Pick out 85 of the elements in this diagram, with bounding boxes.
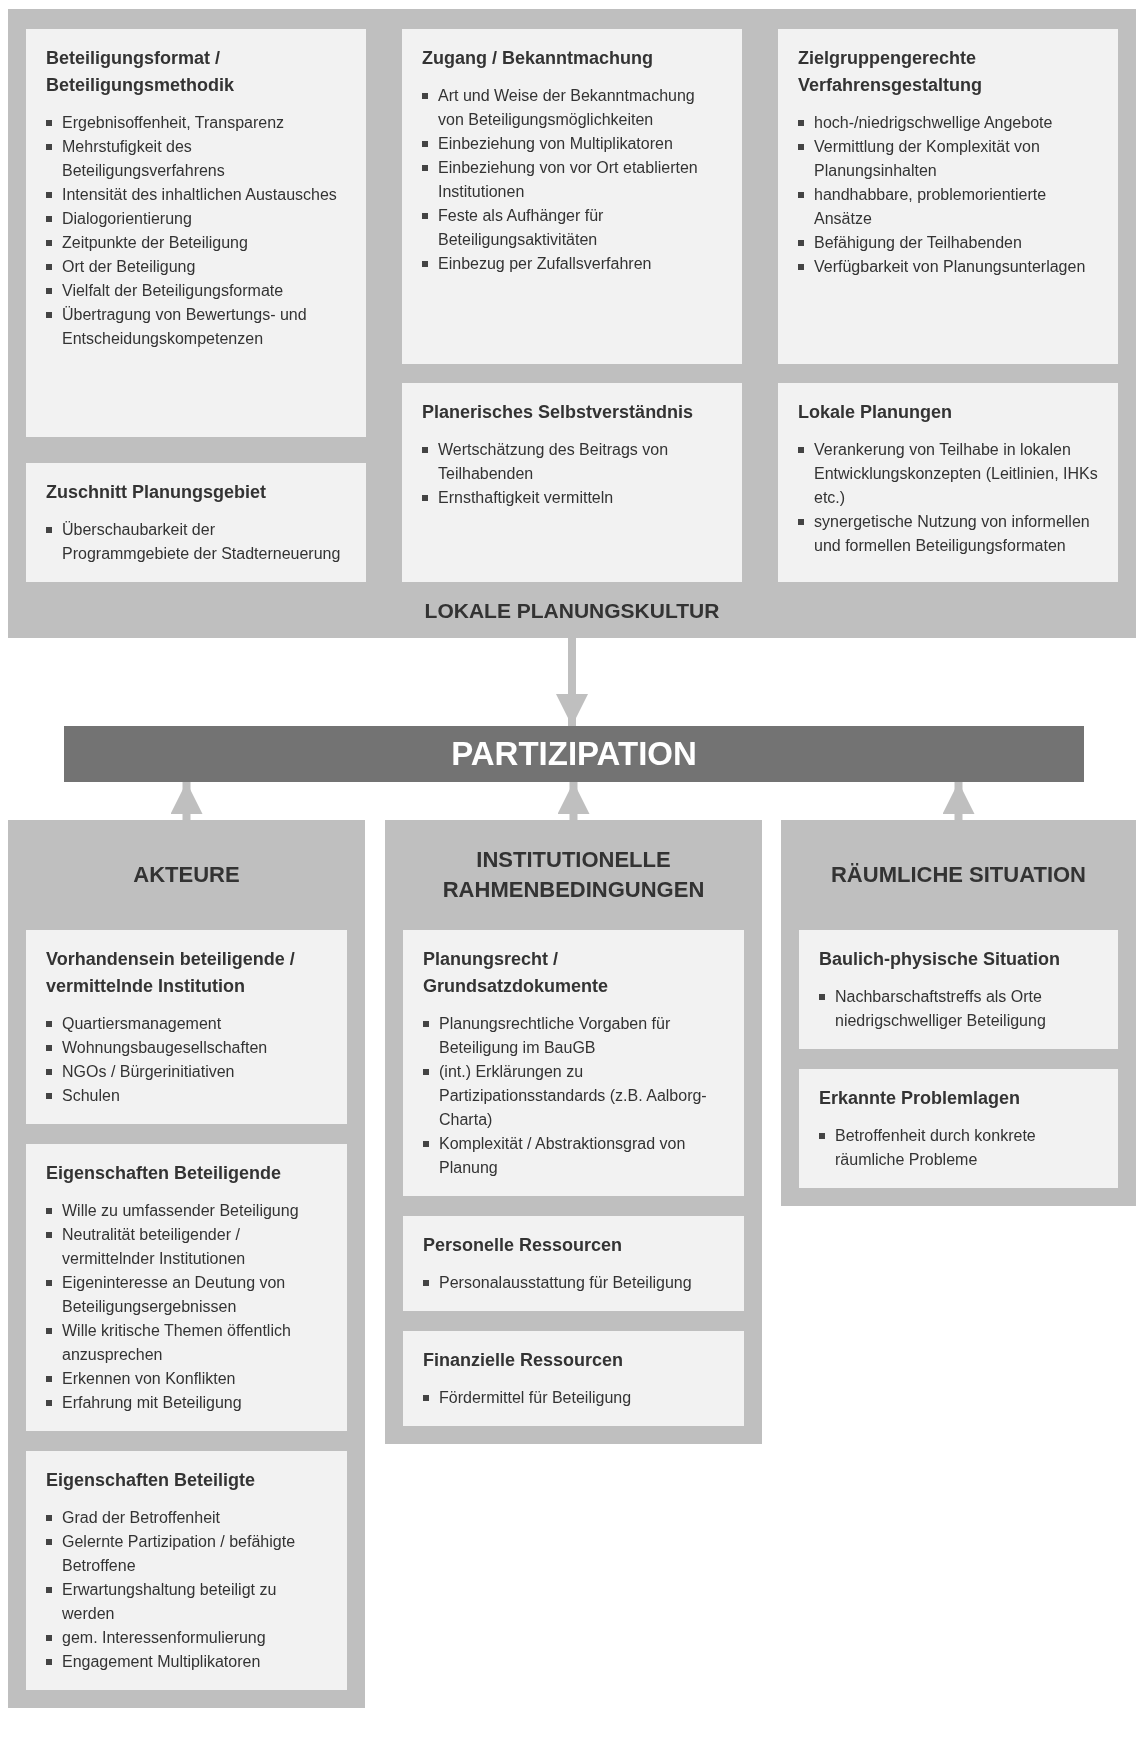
card-heading: Zielgruppengerechte Verfahrensgestaltung — [798, 47, 984, 97]
category-card — [799, 1069, 1118, 1188]
list-item: Einbezug per Zufallsverfahren — [438, 254, 652, 274]
list-item: handhabbare, problemorientierte Ansätze — [814, 185, 1048, 229]
list-item: Einbeziehung von Multiplikatoren — [438, 134, 673, 154]
category-card — [778, 383, 1118, 582]
card-heading: Eigenschaften Beteiligende — [46, 1162, 283, 1185]
category-panel — [781, 820, 1136, 1206]
list-item: Übertragung von Bewertungs- und Entscheidungskompetenzen — [62, 305, 308, 349]
category-card — [403, 930, 744, 1196]
list-item: Schulen — [62, 1086, 120, 1106]
card-heading: Lokale Planungen — [798, 401, 954, 424]
list-item: Zeitpunkte der Beteiligung — [62, 233, 248, 253]
list-item: hoch-/niedrigschwellige Angebote — [814, 113, 1053, 133]
card-heading: Finanzielle Ressourcen — [423, 1349, 625, 1372]
banner-bar — [64, 726, 1084, 782]
category-card — [403, 1216, 744, 1311]
arrow — [170, 782, 203, 820]
list-item: Verfügbarkeit von Planungsunterlagen — [814, 257, 1086, 277]
arrow — [942, 782, 975, 820]
category-card — [26, 29, 366, 437]
list-item: Engagement Multiplikatoren — [62, 1652, 261, 1672]
list-item: Planungsrechtliche Vorgaben für Beteiligung im BauGB — [439, 1014, 672, 1058]
panel-heading: INSTITUTIONELLE RAHMENBEDINGUNGEN — [441, 846, 706, 904]
category-card — [799, 930, 1118, 1049]
list-item: Art und Weise der Bekanntmachung von Beteiligungsmöglichkeiten — [438, 86, 696, 130]
list-item: Einbeziehung von vor Ort etablierten Institutionen — [438, 158, 699, 202]
panel-heading: RÄUMLICHE SITUATION — [831, 861, 1086, 889]
list-item: Erkennen von Konflikten — [62, 1369, 236, 1389]
list-item: Wille zu umfassender Beteiligung — [62, 1201, 299, 1221]
card-heading: Eigenschaften Beteiligte — [46, 1469, 257, 1492]
card-heading: Zuschnitt Planungsgebiet — [46, 481, 267, 504]
list-item: Personalausstattung für Beteiligung — [439, 1273, 692, 1293]
list-item: Fördermittel für Beteiligung — [439, 1388, 632, 1408]
list-item: Befähigung der Teilhabenden — [814, 233, 1022, 253]
list-item: Betroffenheit durch konkrete räumliche Probleme — [835, 1126, 1037, 1170]
category-card — [778, 29, 1118, 364]
list-item: Eigeninteresse an Deutung von Beteiligungsergebnissen — [62, 1273, 287, 1317]
card-heading: Erkannte Problemlagen — [819, 1087, 1022, 1110]
category-panel — [385, 820, 762, 1444]
arrow — [557, 782, 590, 820]
list-item: Grad der Betroffenheit — [62, 1508, 221, 1528]
list-item: Vielfalt der Beteiligungsformate — [62, 281, 284, 301]
list-item: Erfahrung mit Beteiligung — [62, 1393, 242, 1413]
banner-title: PARTIZIPATION — [451, 734, 697, 774]
list-item: Mehrstufigkeit des Beteiligungsverfahrens — [62, 137, 226, 181]
list-item: Verankerung von Teilhabe in lokalen Entwicklungskonzepten (Leitlinien, IHKs etc.) — [814, 440, 1098, 508]
list-item: Wille kritische Themen öffentlich anzusprechen — [62, 1321, 292, 1365]
card-heading: Personelle Ressourcen — [423, 1234, 624, 1257]
card-heading: Beteiligungsformat / Beteiligungsmethodik — [46, 47, 235, 97]
list-item: Wertschätzung des Beitrags von Teilhabenden — [438, 440, 670, 484]
list-item: Nachbarschaftstreffs als Orte niedrigschwelliger Beteiligung — [835, 987, 1047, 1031]
list-item: synergetische Nutzung von informellen und formellen Beteiligungsformaten — [814, 512, 1091, 556]
list-item: Feste als Aufhänger für Beteiligungsaktivitäten — [438, 206, 605, 250]
category-card — [403, 1331, 744, 1426]
card-heading: Vorhandensein beteiligende / vermittelnde Institution — [46, 948, 296, 998]
list-item: Dialogorientierung — [62, 209, 192, 229]
list-item: NGOs / Bürgerinitiativen — [62, 1062, 235, 1082]
category-panel — [8, 9, 1136, 638]
card-heading: Baulich-physische Situation — [819, 948, 1062, 971]
card-heading: Planungsrecht / Grundsatzdokumente — [423, 948, 610, 998]
card-heading: Zugang / Bekanntmachung — [422, 47, 654, 70]
list-item: Quartiersmanagement — [62, 1014, 222, 1034]
list-item: Neutralität beteiligender / vermittelnder Institutionen — [62, 1225, 247, 1269]
list-item: Ergebnisoffenheit, Transparenz — [62, 113, 285, 133]
category-card — [26, 930, 347, 1124]
list-item: gem. Interessenformulierung — [62, 1628, 266, 1648]
category-card — [26, 463, 366, 582]
list-item: Komplexität / Abstraktionsgrad von Planung — [439, 1134, 687, 1178]
list-item: Intensität des inhaltlichen Austausches — [62, 185, 337, 205]
category-card — [26, 1144, 347, 1431]
list-item: (int.) Erklärungen zu Partizipationsstandards (z.B. Aalborg-Charta) — [439, 1062, 708, 1130]
list-item: Überschaubarkeit der Programmgebiete der Stadterneuerung — [62, 520, 342, 564]
card-heading: Planerisches Selbstverständnis — [422, 401, 695, 424]
arrow — [556, 638, 588, 726]
category-card — [26, 1451, 347, 1690]
category-card — [402, 29, 742, 364]
list-item: Ernsthaftigkeit vermitteln — [438, 488, 614, 508]
category-panel — [8, 820, 365, 1708]
list-item: Gelernte Partizipation / befähigte Betroffene — [62, 1532, 297, 1576]
list-item: Ort der Beteiligung — [62, 257, 196, 277]
category-card — [402, 383, 742, 582]
list-item: Wohnungsbaugesellschaften — [62, 1038, 268, 1058]
panel-heading: LOKALE PLANUNGSKULTUR — [423, 598, 721, 624]
panel-heading: AKTEURE — [133, 861, 240, 889]
